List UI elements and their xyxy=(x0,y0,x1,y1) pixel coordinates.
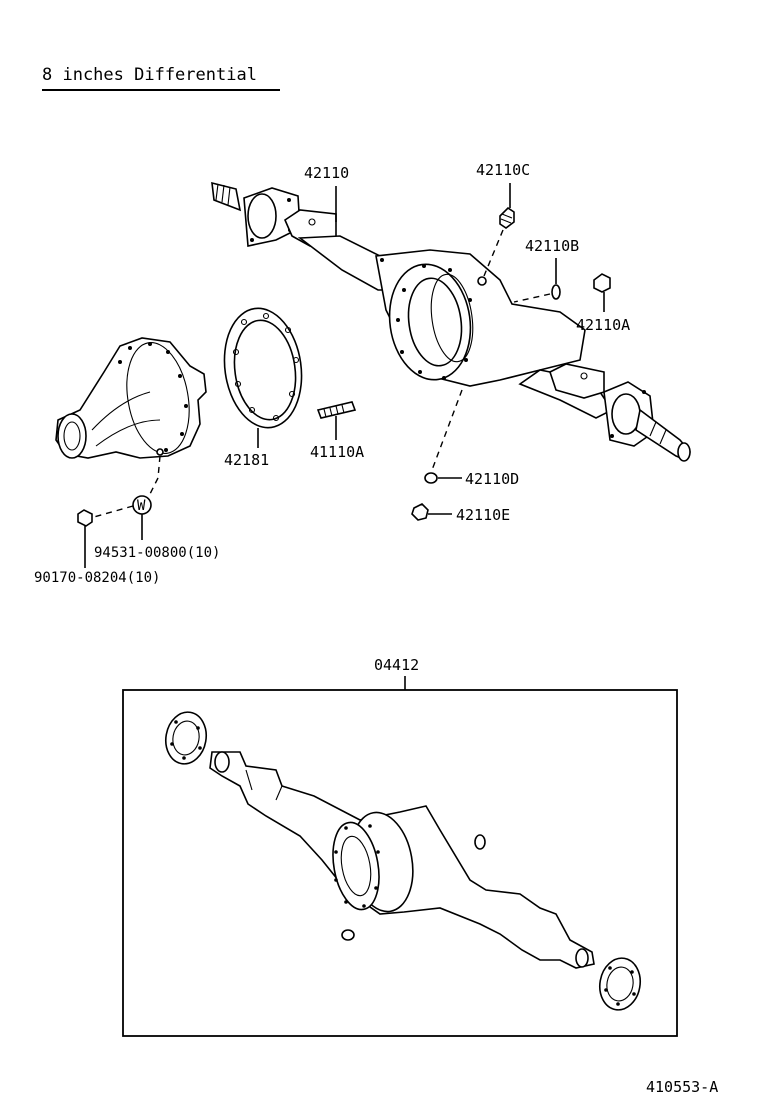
drain-plug-assembly xyxy=(341,929,355,941)
leader-drain-dash xyxy=(431,389,463,471)
leader-nut-dash xyxy=(93,505,134,518)
leader-42110C-dash xyxy=(483,229,504,277)
label-04412: 04412 xyxy=(374,656,419,674)
nut-90170 xyxy=(77,509,93,527)
diagram-title: 8 inches Differential xyxy=(42,65,257,85)
washer-mark: W xyxy=(137,498,146,514)
label-42110A: 42110A xyxy=(576,316,630,334)
assembly-box-04412 xyxy=(122,689,678,1037)
axle-housing-assembly xyxy=(164,711,642,1011)
breather-plug xyxy=(499,206,515,229)
label-42181: 42181 xyxy=(224,451,269,469)
leader-42110B-dash xyxy=(513,293,551,303)
stud-bolt-41110A xyxy=(316,401,357,419)
label-94531: 94531-00800(10) xyxy=(94,545,220,561)
differential-carrier xyxy=(55,337,207,459)
filler-plug-42110A xyxy=(593,273,611,293)
axle-housing xyxy=(211,181,691,462)
label-42110B: 42110B xyxy=(525,237,579,255)
diagram-reference-id: 410553-A xyxy=(646,1078,718,1096)
label-41110A: 41110A xyxy=(310,443,364,461)
gasket-washer-42110B xyxy=(551,284,561,300)
label-90170: 90170-08204(10) xyxy=(34,570,160,586)
breather-hole xyxy=(477,276,487,286)
label-42110C: 42110C xyxy=(476,161,530,179)
label-42110E: 42110E xyxy=(456,506,510,524)
label-42110: 42110 xyxy=(304,164,349,182)
leader-carrier-dash-2 xyxy=(149,477,159,495)
drain-plug-42110E xyxy=(411,503,429,521)
carrier-gasket-42181 xyxy=(223,307,303,429)
breather-hole-assembly xyxy=(474,834,486,850)
drain-gasket-42110D xyxy=(424,472,438,484)
label-42110D: 42110D xyxy=(465,470,519,488)
leader-carrier-dash xyxy=(157,455,161,479)
